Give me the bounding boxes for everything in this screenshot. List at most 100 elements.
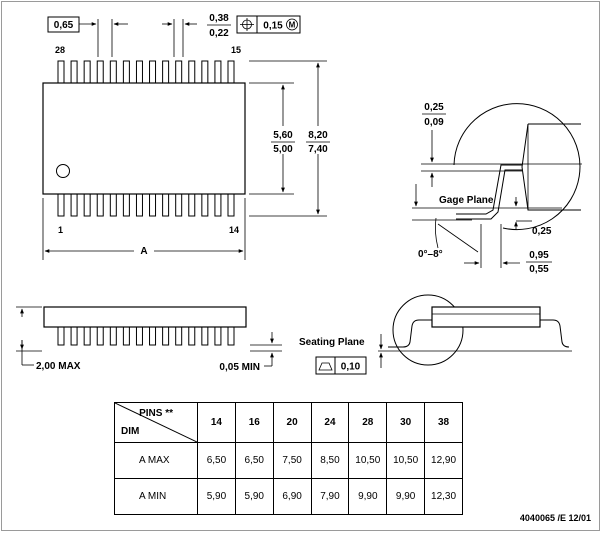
table-cell: 5,90 [197,478,236,515]
angle-label: 0°–8° [418,249,443,260]
side-view-leads [57,326,235,346]
seating-detail-circle [392,294,464,366]
dim-label: DIM [121,426,140,437]
position-tolerance-value: 0,15 [263,21,283,32]
pitch-value: 0,65 [54,20,74,31]
lead [201,60,209,84]
table-cell: 5,90 [234,478,274,515]
flatness-frame [315,356,367,375]
mmc-modifier: M [289,21,296,30]
table-cell: 10,50 [386,442,426,479]
table-cell: 9,90 [348,478,388,515]
lead [227,193,235,217]
mmc-modifier-icon [286,18,298,31]
lead [135,193,143,217]
gage-plane-label: Gage Plane [439,195,494,206]
pin-15-label: 15 [231,45,241,55]
table-cell: 12,30 [424,478,463,515]
table-cell: 6,50 [234,442,274,479]
pin-28-label: 28 [55,45,65,55]
lead [214,60,222,84]
lead [175,193,183,217]
row-label: A MIN [114,478,198,515]
flatness-value: 0,10 [341,362,361,373]
pin-14-label: 14 [229,225,239,235]
package-body [42,82,246,195]
lead [227,326,235,346]
lead [83,326,91,346]
lead [162,193,170,217]
lead [122,60,130,84]
lead [162,326,170,346]
lead [96,60,104,84]
table-cell: 10,50 [348,442,388,479]
lead [188,193,196,217]
lead [214,193,222,217]
lead [70,60,78,84]
lead [83,193,91,217]
pin-1-label: 1 [58,225,63,235]
top-view: 0,65 0,38 0,22 0,15 M 28 15 1 14 [42,13,330,260]
body-width-min: 5,00 [273,144,293,155]
table-row: A MIN 5,90 5,90 6,90 7,90 9,90 9,90 12,3… [114,478,463,515]
lead [175,60,183,84]
lead [214,326,222,346]
table-cell: 8,50 [310,442,350,479]
pins-label: PINS ** [139,408,173,419]
lead-thickness-min: 0,09 [424,117,444,128]
top-view-leads [57,60,235,217]
lead [149,60,157,84]
lead [175,326,183,346]
lead [188,60,196,84]
table-cell: 6,50 [197,442,236,479]
length-label-a: A [140,246,147,257]
pin-count-header: 20 [272,402,312,443]
flatness-symbol-icon [318,362,333,371]
table-cell: 7,50 [272,442,312,479]
lead-detail-view: 0,25 0,09 Gage Plane 0,25 0°–8° 0,95 0,5… [412,102,582,275]
foot-length-min: 0,55 [529,264,549,275]
lead [162,60,170,84]
lead [135,60,143,84]
overall-width-min: 7,40 [308,144,328,155]
seating-plane-view: Seating Plane 0,10 [299,294,572,375]
height-max: 2,00 MAX [36,361,81,372]
pin-count-header: 14 [197,402,236,443]
lead [96,326,104,346]
lead [57,193,65,217]
lead [57,60,65,84]
lead [70,326,78,346]
lead [70,193,78,217]
lead [135,326,143,346]
lead [201,326,209,346]
pin-count-header: 24 [310,402,350,443]
pitch-box [47,16,80,33]
gage-plane-value: 0,25 [532,226,552,237]
lead [109,193,117,217]
lead-width-max: 0,38 [209,13,229,24]
table-corner-cell: PINS ** DIM [114,402,198,443]
standoff-min: 0,05 MIN [219,362,260,373]
lead [227,60,235,84]
detail-circle [453,103,581,231]
table-cell: 6,90 [272,478,312,515]
drawing-code: 4040065 /E 12/01 [519,513,591,523]
foot-length-max: 0,95 [529,250,549,261]
lead [83,60,91,84]
row-label: A MAX [114,442,198,479]
side-body [43,306,247,328]
lead [57,326,65,346]
side-view: 2,00 MAX 0,05 MIN [16,306,282,373]
seating-plane-label: Seating Plane [299,337,365,348]
position-tolerance-frame [236,15,301,34]
lead [149,193,157,217]
lead [149,326,157,346]
lead-width-min: 0,22 [209,28,229,39]
table-header-row: PINS ** DIM 14 16 20 24 28 30 38 [114,402,463,443]
lead [109,60,117,84]
body-width-max: 5,60 [273,130,293,141]
table-cell: 9,90 [386,478,426,515]
table-row: A MAX 6,50 6,50 7,50 8,50 10,50 10,50 12… [114,442,463,479]
pin-count-header: 28 [348,402,388,443]
